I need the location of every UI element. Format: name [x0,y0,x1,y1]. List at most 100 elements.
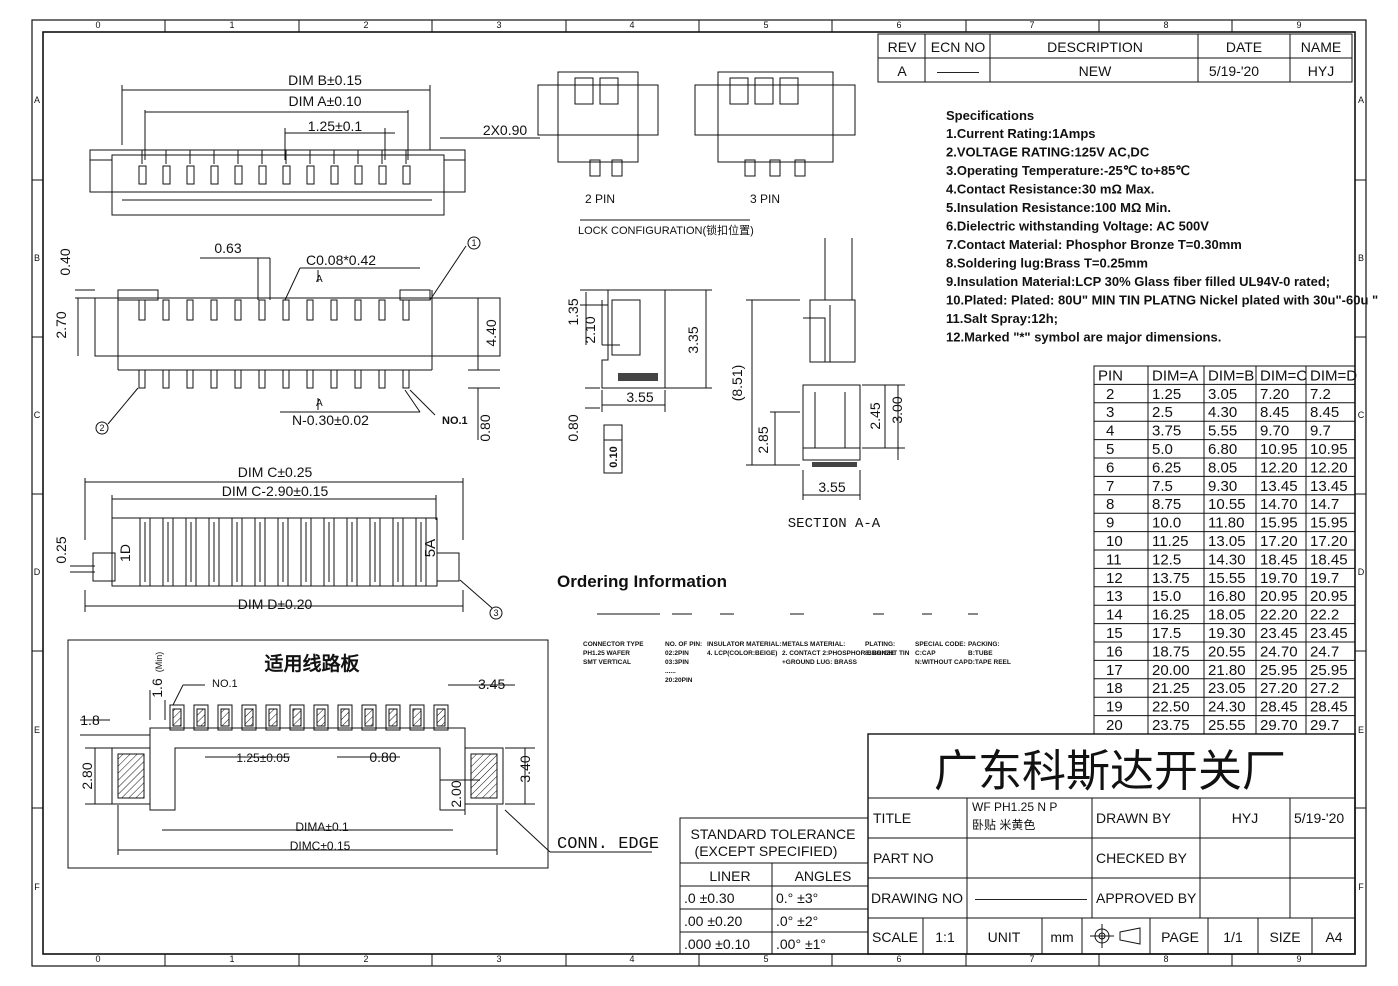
bottom-contact [139,517,151,587]
drawing-no-value: ———————— [975,890,1087,906]
column-marker: 0 [95,20,100,30]
ordering-text: B:TUBE [968,650,993,657]
section-a-a: (8.51) 2.85 2.45 3.00 3.55 SECTION A-A [729,238,905,532]
dim-table-cell: 8.45 [1260,404,1289,421]
pcb-pad-fill [292,708,302,727]
dim-table-cell: 23.05 [1208,680,1246,697]
front-pin-slot [282,299,290,321]
drawing-no-label: DRAWING NO [871,890,963,906]
tolerance-liner: LINER [709,868,750,884]
spec-item: 9.Insulation Material:LCP 30% Glass fibe… [946,274,1330,289]
dim-table-cell: 20.95 [1310,588,1348,605]
ordering-text: PLATING: [865,641,895,648]
dim-table-cell: 2 [1106,386,1114,403]
dim-table-cell: 11.25 [1152,533,1188,550]
ecn-value: ——— [937,63,979,79]
dim-table-cell: 13.05 [1208,533,1246,550]
spec-item: 5.Insulation Resistance:100 MΩ Min. [946,200,1171,215]
checked-by-label: CHECKED BY [1096,850,1188,866]
top-pin [282,165,291,185]
ordering-text: N:WITHOUT CAP [915,659,968,666]
ordering-text: 4. LCP(COLOR:BEIGE) [707,650,777,657]
bottom-contact [208,517,220,587]
ordering-text: SMT VERTICAL [583,659,631,666]
front-pin-slot [138,299,146,321]
dim-table-cell: 5 [1106,441,1114,458]
row-marker: E [1358,725,1364,735]
dim-table-cell: 7.2 [1310,386,1331,403]
dim-table-cell: 5.55 [1208,423,1237,440]
ordering-text: PACKING: [968,641,1000,648]
dim-table-cell: 21.80 [1208,662,1246,679]
pcb-dim-18: 1.8 [80,712,100,728]
ordering-text: PH1.25 WAFER [583,650,630,657]
title-label: TITLE [873,810,911,826]
dim-table-cell: 16.80 [1208,588,1246,605]
dim-table-cell: 16 [1106,643,1123,660]
top-pin [162,165,171,185]
dim-table-cell: 1.25 [1152,386,1181,403]
dim-table-cell: 23.45 [1260,625,1298,642]
tolerance-liner-1: .0 ±0.30 [684,890,735,906]
top-pin [258,165,267,185]
dim-c2-label: DIM C-2.90±0.15 [222,483,329,499]
column-marker: 8 [1163,20,1168,30]
bottom-view: DIM C±0.25 DIM C-2.90±0.15 DIM D±0.20 0.… [53,464,503,620]
spec-item: 7.Contact Material: Phosphor Bronze T=0.… [946,237,1242,252]
front-pin-tail [306,369,314,389]
pcb-pad [337,704,353,731]
dim-table-cell: 13 [1106,588,1123,605]
front-pin-tail [282,369,290,389]
front-view: 0.40 0.63 C0.08*0.42 A A 2.70 4.40 N-0.3… [53,236,501,442]
front-pin-tail [354,369,362,389]
dim-table-cell: 18 [1106,680,1123,697]
lock-caption: LOCK CONFIGURATION(锁扣位置) [578,223,754,237]
row-marker: F [34,882,40,892]
pcb-dim-c: DIMC±0.15 [290,839,351,853]
dim-table-cell: 20.00 [1152,662,1190,679]
dim-table-cell: 4.30 [1208,404,1237,421]
bottom-contact [369,517,381,587]
pcb-pad-fill [172,708,182,727]
dim-table-cell: 3 [1106,404,1114,421]
front-pin-slot [306,299,314,321]
pcb-pad-fill [220,708,230,727]
pcb-dim-200: 2.00 [448,780,464,807]
dim-025: 0.25 [53,536,69,563]
section-dim-245: 2.45 [867,402,883,429]
dim-table-cell: 17.20 [1260,533,1298,550]
callout-2: 2 [99,423,104,433]
side-dim-135: 1.35 [565,298,581,325]
dim-440: 4.40 [483,319,499,346]
pcb-pad-fill [316,708,326,727]
pcb-dim-a: DIMA±0.1 [295,820,349,834]
dim-table-cell: 10.95 [1260,441,1298,458]
column-marker: 2 [363,20,368,30]
front-pin-slot [186,299,194,321]
lock-configuration: 2 PIN 3 PIN LOCK CONFIGURATION(锁扣位置) [537,71,856,237]
pcb-dim-340: 3.40 [517,755,533,782]
tolerance-liner-2: .00 ±0.20 [684,913,742,929]
side-dim-355: 3.55 [626,389,653,405]
dim-table-cell: 20 [1106,717,1123,734]
dim-table-cell: 19.30 [1208,625,1246,642]
pcb-pad [265,704,281,731]
dim-table-cell: 22.20 [1260,607,1298,624]
pcb-pad [169,704,185,731]
dim-table-cell: 28.45 [1310,699,1348,716]
top-pin [306,165,315,185]
dim-table-cell: 15 [1106,625,1123,642]
mark-1d: 1D [117,544,133,562]
column-marker: 4 [629,20,634,30]
dim-table-cell: 10.0 [1152,515,1181,532]
dim-table-cell: 15.95 [1260,515,1298,532]
pcb-min: (Min) [154,652,164,673]
side-dim-080: 0.80 [565,414,581,441]
dim-table-cell: 3.75 [1152,423,1181,440]
date-header: DATE [1226,39,1262,55]
dim-table-cell: 23.75 [1152,717,1190,734]
dim-table-cell: 11.80 [1208,515,1244,532]
front-pin-slot [162,299,170,321]
lock-3pin-label: 3 PIN [750,192,780,206]
